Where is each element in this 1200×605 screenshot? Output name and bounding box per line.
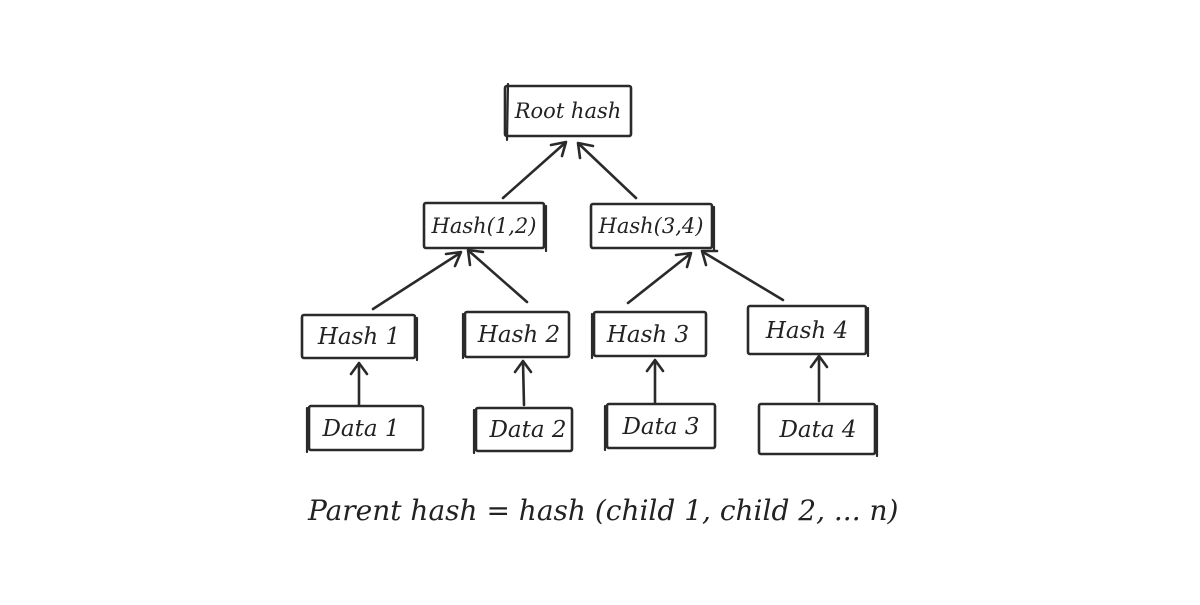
node-hash-3-label: Hash 3 xyxy=(606,322,689,348)
node-data-2-label: Data 2 xyxy=(488,417,566,443)
edge-data2-hash2 xyxy=(513,359,533,407)
node-hash-1-2-label: Hash(1,2) xyxy=(431,214,537,238)
node-hash-4: Hash 4 xyxy=(746,304,870,358)
node-data-2: Data 2 xyxy=(472,406,574,455)
edge-hash2-hash12 xyxy=(466,248,529,304)
node-hash-3-4-label: Hash(3,4) xyxy=(598,214,704,238)
node-data-4: Data 4 xyxy=(757,402,879,458)
node-data-3-label: Data 3 xyxy=(621,414,699,440)
node-data-4-label: Data 4 xyxy=(778,417,856,443)
edge-hash12-root xyxy=(501,140,568,200)
node-hash-4-label: Hash 4 xyxy=(765,318,848,344)
node-hash-2: Hash 2 xyxy=(461,310,571,360)
node-root-hash: Root hash xyxy=(503,82,633,142)
edge-data3-hash3 xyxy=(645,358,665,404)
edge-data1-hash1 xyxy=(349,361,369,406)
edge-hash3-hash34 xyxy=(626,251,693,305)
node-hash-3: Hash 3 xyxy=(590,310,708,360)
node-root-hash-label: Root hash xyxy=(514,99,622,123)
node-hash-2-label: Hash 2 xyxy=(477,322,560,348)
node-data-3: Data 3 xyxy=(603,402,717,452)
edges xyxy=(349,140,829,407)
node-data-1-label: Data 1 xyxy=(321,416,399,442)
node-data-1: Data 1 xyxy=(305,404,425,454)
node-hash-1: Hash 1 xyxy=(300,313,419,362)
edge-hash34-root xyxy=(576,141,638,200)
node-hash-1-label: Hash 1 xyxy=(317,324,400,350)
edge-data4-hash4 xyxy=(809,354,829,403)
node-hash-1-2: Hash(1,2) xyxy=(422,201,548,253)
node-hash-3-4: Hash(3,4) xyxy=(589,202,716,252)
parent-hash-formula: Parent hash = hash (child 1, child 2, ..… xyxy=(307,494,898,527)
edge-hash4-hash34 xyxy=(700,249,785,302)
edge-hash1-hash12 xyxy=(371,250,463,311)
